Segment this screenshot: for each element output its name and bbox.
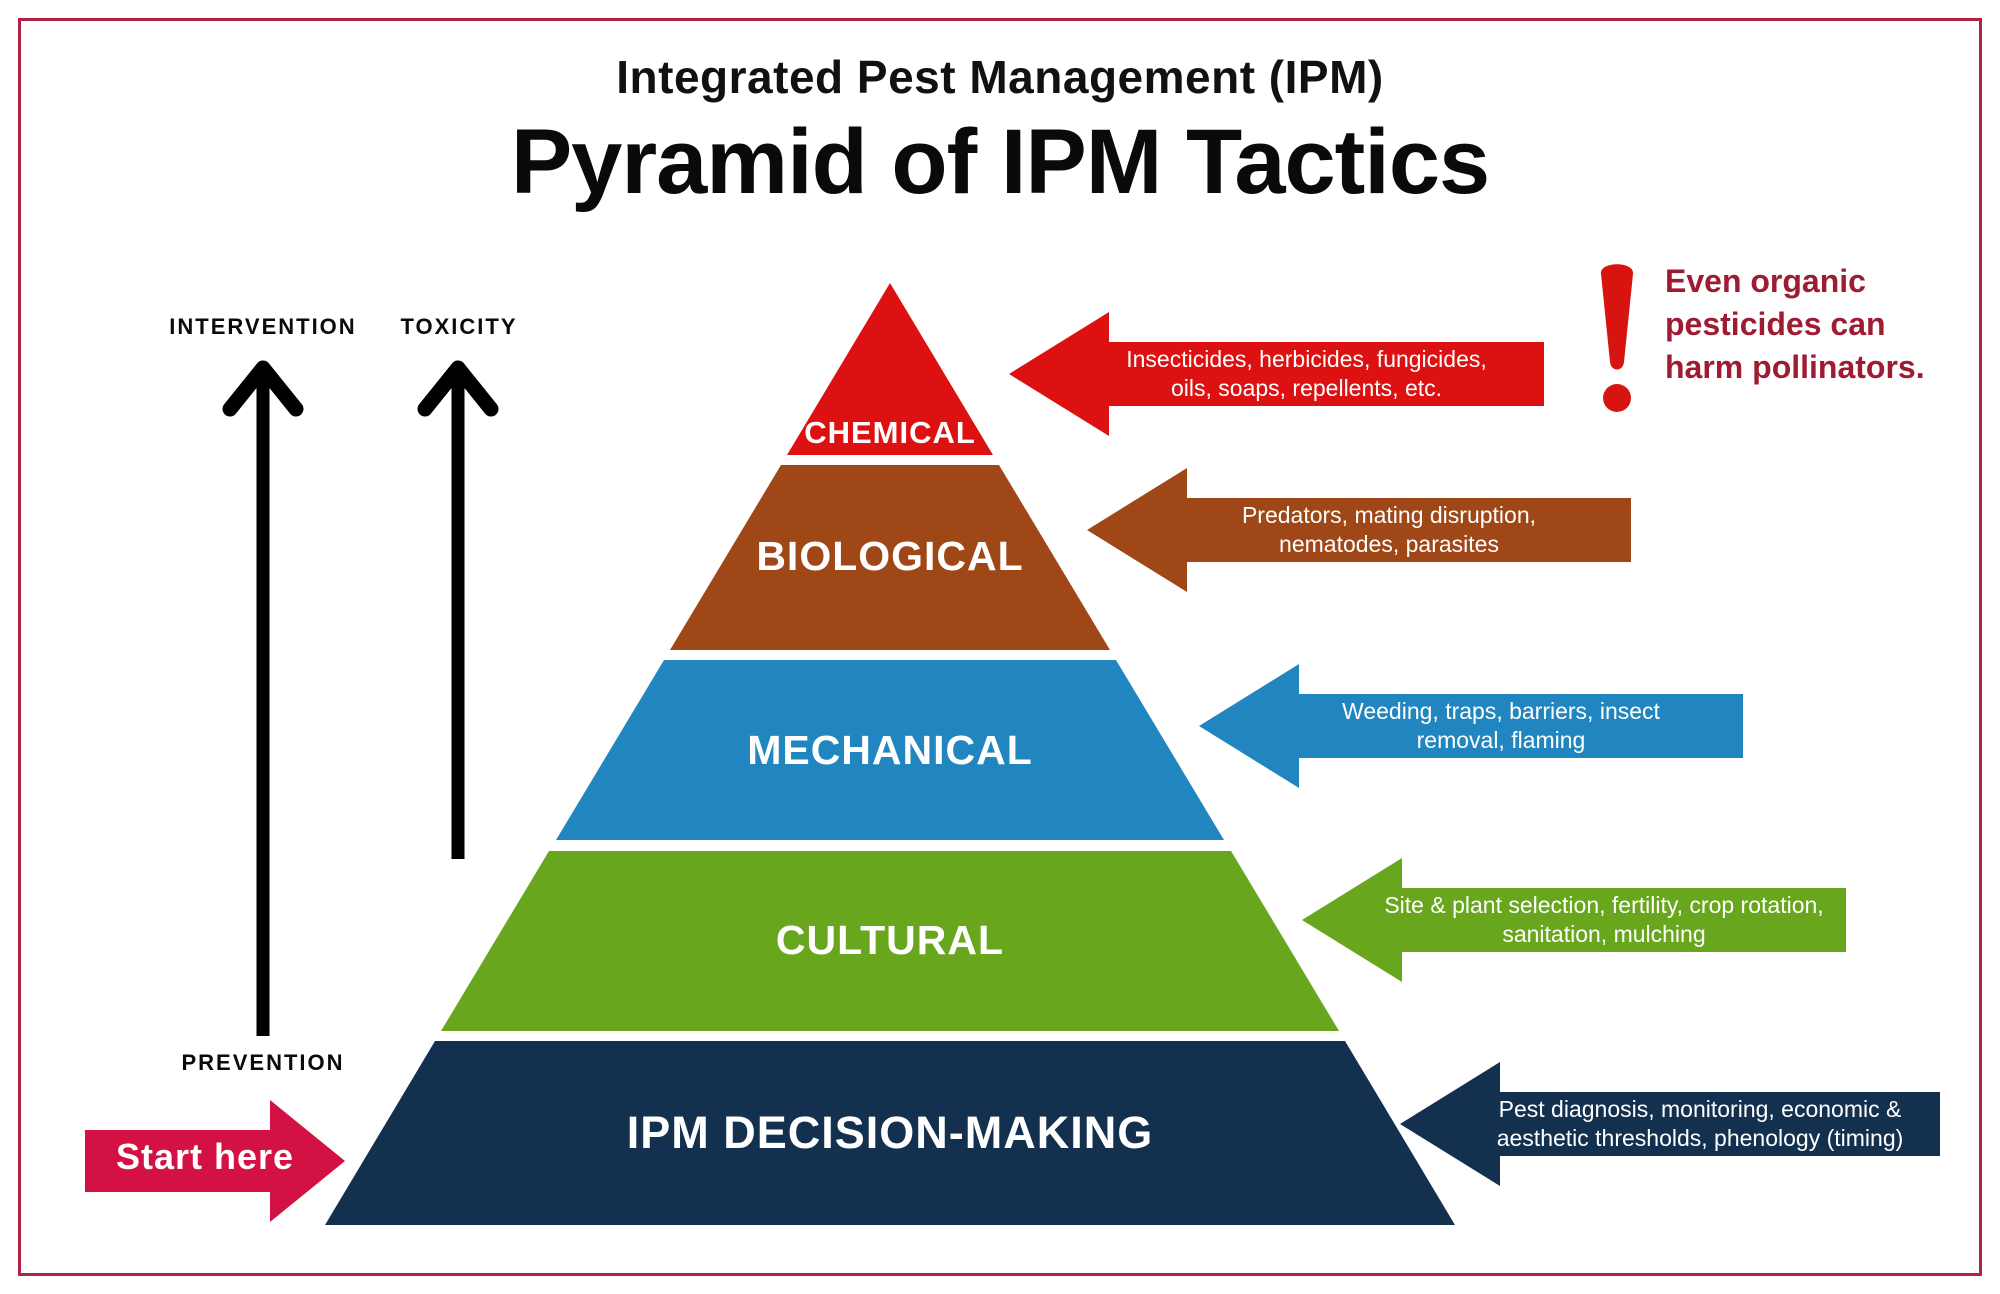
pyramid-level-label: MECHANICAL [747,727,1033,773]
note-line: removal, flaming [1416,727,1586,753]
left-block-arrow-icon [1087,468,1631,592]
note-text: Predators, mating disruption, nematodes,… [1147,468,1631,592]
note-text: Pest diagnosis, monitoring, economic & a… [1460,1062,1940,1186]
pyramid-level-mechanical: MECHANICAL [556,660,1224,840]
note-cultural: Site & plant selection, fertility, crop … [1302,858,1846,982]
note-line: nematodes, parasites [1279,531,1499,557]
pyramid-level-label: IPM DECISION-MAKING [626,1107,1154,1158]
subtitle: Integrated Pest Management (IPM) [616,51,1384,103]
intervention-label: INTERVENTION [169,314,357,339]
pyramid-level-ipm-decision-making: IPM DECISION-MAKING [325,1041,1455,1225]
warning-line: pesticides can [1665,306,1886,342]
note-text: Site & plant selection, fertility, crop … [1362,858,1846,982]
left-block-arrow-icon [1302,858,1846,982]
note-line: aesthetic thresholds, phenology (timing) [1496,1125,1904,1151]
note-text: Insecticides, herbicides, fungicides, oi… [1069,312,1544,436]
note-line: Predators, mating disruption, [1241,502,1537,528]
note-line: sanitation, mulching [1502,921,1706,947]
ipm-pyramid: CHEMICAL BIOLOGICAL MECHANICAL CULTURAL … [325,283,1455,1225]
start-here-label: Start here [115,1136,295,1177]
toxicity-label: TOXICITY [400,314,518,339]
note-line: Insecticides, herbicides, fungicides, [1126,346,1487,372]
toxicity-up-arrow-icon [417,360,499,859]
note-line: Pest diagnosis, monitoring, economic & [1498,1096,1902,1122]
note-text: Weeding, traps, barriers, insect removal… [1259,664,1743,788]
warning-line: harm pollinators. [1665,349,1925,385]
note-line: Site & plant selection, fertility, crop … [1384,892,1824,918]
warning-line: Even organic [1665,263,1866,299]
note-ipm-decision-making: Pest diagnosis, monitoring, economic & a… [1400,1062,1940,1186]
pyramid-level-label: CHEMICAL [804,415,976,450]
left-block-arrow-icon [1400,1062,1940,1186]
left-block-arrow-icon [1199,664,1743,788]
note-chemical: Insecticides, herbicides, fungicides, oi… [1009,312,1544,436]
exclamation-icon [1600,264,1634,412]
pollinator-warning: Even organic pesticides can harm pollina… [1665,260,1995,389]
intervention-up-arrow-icon [222,360,304,1036]
pyramid-level-label: CULTURAL [775,917,1005,963]
note-biological: Predators, mating disruption, nematodes,… [1087,468,1631,592]
note-mechanical: Weeding, traps, barriers, insect removal… [1199,664,1743,788]
start-here-arrow-icon [85,1100,345,1222]
prevention-label: PREVENTION [181,1050,345,1075]
pyramid-level-label: BIOLOGICAL [756,533,1024,579]
left-block-arrow-icon [1009,312,1544,436]
page-title: Pyramid of IPM Tactics [510,111,1490,213]
note-line: oils, soaps, repellents, etc. [1170,375,1443,401]
pyramid-level-cultural: CULTURAL [441,851,1339,1031]
note-line: Weeding, traps, barriers, insect [1342,698,1660,724]
